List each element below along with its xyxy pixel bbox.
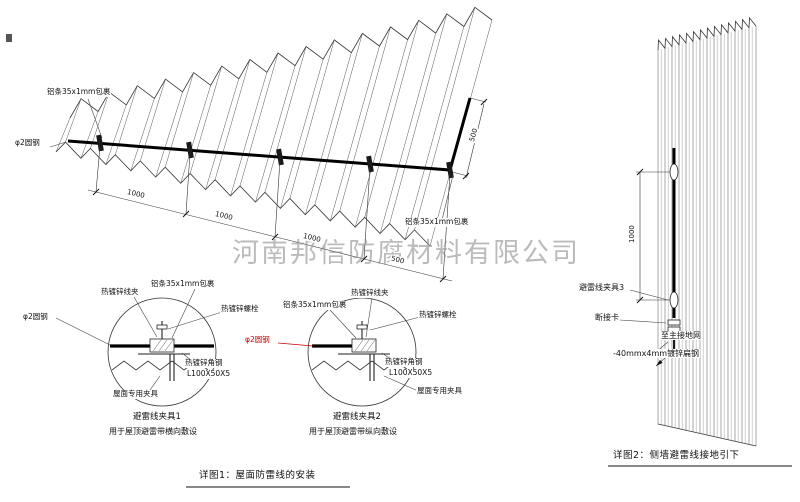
lightning-wire-roof <box>67 97 472 172</box>
caption-detail2: 详图2：侧墙避雷线接地引下 <box>612 450 741 462</box>
wall-clamp-bottom <box>669 291 679 309</box>
detail2-label-angle-size: L100X50X5 <box>388 368 434 378</box>
detail2-label-wire-clip: 热镀锌线夹 <box>350 288 390 298</box>
ground-arrowhead <box>656 359 663 366</box>
wall-clamp-top <box>669 163 679 181</box>
roof-label-round-steel: φ2圆钢 <box>14 138 41 148</box>
wall-dim-1000: 1000 <box>627 225 636 243</box>
clamp-body-2 <box>351 338 377 353</box>
angle-steel-2 <box>338 353 390 381</box>
corrugated-sheets <box>55 6 757 447</box>
wall-label-flat-steel: -40mmx4mm镀锌扁钢 <box>612 349 701 359</box>
detail2-label-bolt: 热镀锌螺栓 <box>418 310 458 320</box>
wall-detail <box>619 148 681 367</box>
detail1-label-wire-clip: 热镀锌线夹 <box>100 287 140 297</box>
detail1-subtitle: 用于屋顶避雷带横向敷设 <box>108 427 198 437</box>
corner-mark <box>6 34 12 42</box>
wall-label-disconnect: 断接卡 <box>594 313 620 323</box>
detail1-label-bolt: 热镀锌螺栓 <box>220 304 260 314</box>
detail1-label-angle-size: L100X50X5 <box>186 369 232 379</box>
wall-label-clamp3: 避雷线夹具3 <box>578 283 626 293</box>
detail-circle-2 <box>277 297 421 407</box>
detail2-label-angle-steel: 热镀锌角钢 <box>384 357 424 367</box>
detail2-label-round-steel: φ2圆钢 <box>244 335 271 345</box>
detail1-label-aluminum: 铝条35x1mm包裹 <box>150 279 216 289</box>
detail1-label-round-steel: φ2圆钢 <box>22 312 49 322</box>
detail2-label-aluminum: 铝条35x1mm包裹 <box>282 300 348 310</box>
detail1-label-angle-steel: 热镀锌角钢 <box>184 358 224 368</box>
roof-label-aluminum-strip-2: 铝条35x1mm包裹 <box>404 217 470 227</box>
detail1-title: 避雷线夹具1 <box>132 412 182 423</box>
angle-steel-1 <box>138 353 190 381</box>
detail-circle-1 <box>55 288 223 407</box>
company-watermark: 河南邦信防腐材料有限公司 <box>232 238 580 269</box>
detail2-subtitle: 用于屋顶避雷带纵向敷设 <box>308 427 398 437</box>
roof-wire-clamps <box>96 134 454 179</box>
caption-detail1: 详图1：屋面防雷线的安装 <box>198 470 317 482</box>
disconnect-card <box>667 319 681 326</box>
wall-label-ground: 至主接地网 <box>660 331 702 341</box>
roof-label-leaders <box>49 98 454 221</box>
detail2-title: 避雷线夹具2 <box>332 412 382 423</box>
roof-label-aluminum-strip: 铝条35x1mm包裹 <box>46 87 112 97</box>
detail1-label-roof-clamp: 屋面专用夹具 <box>112 389 159 399</box>
detail2-label-roof-clamp: 屋面专用夹具 <box>416 386 463 396</box>
